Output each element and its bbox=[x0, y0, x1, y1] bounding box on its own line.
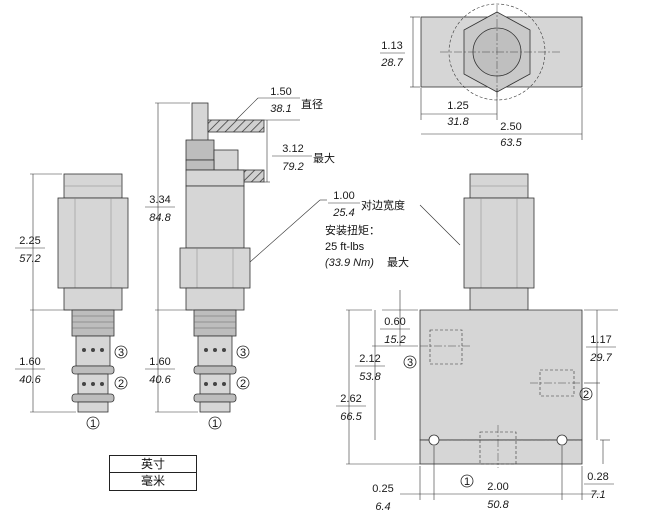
block-d3-mm: 66.5 bbox=[340, 411, 362, 423]
manifold-block bbox=[419, 309, 583, 448]
block-d6-inch: 2.00 bbox=[487, 481, 508, 493]
hex-across-inch: 1.00 bbox=[333, 190, 354, 202]
block-d2-inch: 2.12 bbox=[359, 353, 380, 365]
middle-valve-height-mm: 84.8 bbox=[149, 212, 171, 224]
hex-annotation: 1.00 25.4 对边宽度 安装扭矩： 25 ft-lbs (33.9 Nm)… bbox=[249, 190, 461, 269]
left-valve-height-inch: 2.25 bbox=[19, 235, 40, 247]
torque-max: 最大 bbox=[387, 255, 409, 269]
left-valve-port-2: 2 bbox=[118, 378, 124, 390]
torque-value: 25 ft-lbs bbox=[325, 241, 365, 253]
top-view-width-mm: 63.5 bbox=[500, 137, 522, 149]
hex-across-mm: 25.4 bbox=[332, 207, 354, 219]
top-view-inner-mm: 31.8 bbox=[447, 116, 469, 128]
middle-valve-height-inch: 3.34 bbox=[149, 194, 170, 206]
block-d6-mm: 50.8 bbox=[487, 499, 509, 511]
left-valve-neck bbox=[63, 287, 123, 311]
block-d2-mm: 53.8 bbox=[359, 371, 381, 383]
left-valve-lower-mm: 40.6 bbox=[19, 374, 41, 386]
middle-valve: 1.50 38.1 直径 3.12 79.2 最大 3.34 84.8 1.60… bbox=[145, 86, 335, 430]
block-port-2: 2 bbox=[583, 389, 589, 401]
block-d4-inch: 1.17 bbox=[590, 334, 611, 346]
block-d5-mm: 6.4 bbox=[375, 501, 390, 513]
legend-inch: 英寸 bbox=[110, 456, 196, 473]
middle-valve-body bbox=[185, 185, 245, 249]
left-valve-hex bbox=[57, 197, 129, 289]
middle-valve-lower-mm: 40.6 bbox=[149, 374, 171, 386]
block-d5-inch: 0.25 bbox=[372, 483, 393, 495]
middle-valve-port-3: 3 bbox=[240, 347, 246, 359]
left-valve-lower-inch: 1.60 bbox=[19, 356, 40, 368]
block-d7-inch: 0.28 bbox=[587, 471, 608, 483]
handle-max-label: 最大 bbox=[313, 151, 335, 165]
left-valve-port-3: 3 bbox=[118, 347, 124, 359]
middle-valve-port-2: 2 bbox=[240, 378, 246, 390]
legend-mm: 毫米 bbox=[140, 474, 165, 488]
block-valve-hex bbox=[463, 197, 535, 289]
handle-dia-inch: 1.50 bbox=[270, 86, 291, 98]
torque-metric: (33.9 Nm) bbox=[325, 257, 374, 269]
top-view-inner-inch: 1.25 bbox=[447, 100, 468, 112]
handle-dia-mm: 38.1 bbox=[270, 103, 291, 115]
block-d7-mm: 7.1 bbox=[590, 489, 605, 501]
handle-max-inch: 3.12 bbox=[282, 143, 303, 155]
block-d1-mm: 15.2 bbox=[384, 334, 405, 346]
unit-legend: 英寸 毫米 bbox=[109, 455, 197, 491]
hex-across-label: 对边宽度 bbox=[361, 198, 405, 212]
top-view: 1.13 28.7 1.25 31.8 2.50 63.5 bbox=[380, 3, 583, 149]
top-view-height-inch: 1.13 bbox=[381, 40, 402, 52]
middle-valve-handle-top bbox=[207, 119, 265, 133]
middle-valve-hex bbox=[179, 247, 251, 289]
left-valve-port-1: 1 bbox=[90, 418, 96, 430]
left-valve: 2.25 57.2 1.60 40.6 3 2 1 bbox=[15, 173, 129, 430]
top-view-width-inch: 2.50 bbox=[500, 121, 521, 133]
handle-dia-label: 直径 bbox=[301, 97, 323, 111]
torque-label: 安装扭矩： bbox=[325, 223, 380, 237]
middle-valve-lower-inch: 1.60 bbox=[149, 356, 170, 368]
block-d4-mm: 29.7 bbox=[589, 352, 612, 364]
block-port-3: 3 bbox=[407, 357, 413, 369]
block-assembly: 3 2 1 0.60 15.2 2.12 53.8 2.62 66.5 1.17… bbox=[336, 173, 618, 513]
top-view-height-mm: 28.7 bbox=[380, 57, 403, 69]
block-port-1: 1 bbox=[464, 476, 470, 488]
left-valve-thread bbox=[71, 309, 115, 337]
handle-max-mm: 79.2 bbox=[282, 161, 303, 173]
middle-valve-handle-stem bbox=[191, 102, 209, 144]
left-valve-height-mm: 57.2 bbox=[19, 253, 40, 265]
block-d3-inch: 2.62 bbox=[340, 393, 361, 405]
block-d1-inch: 0.60 bbox=[384, 316, 405, 328]
middle-valve-port-1: 1 bbox=[212, 418, 218, 430]
